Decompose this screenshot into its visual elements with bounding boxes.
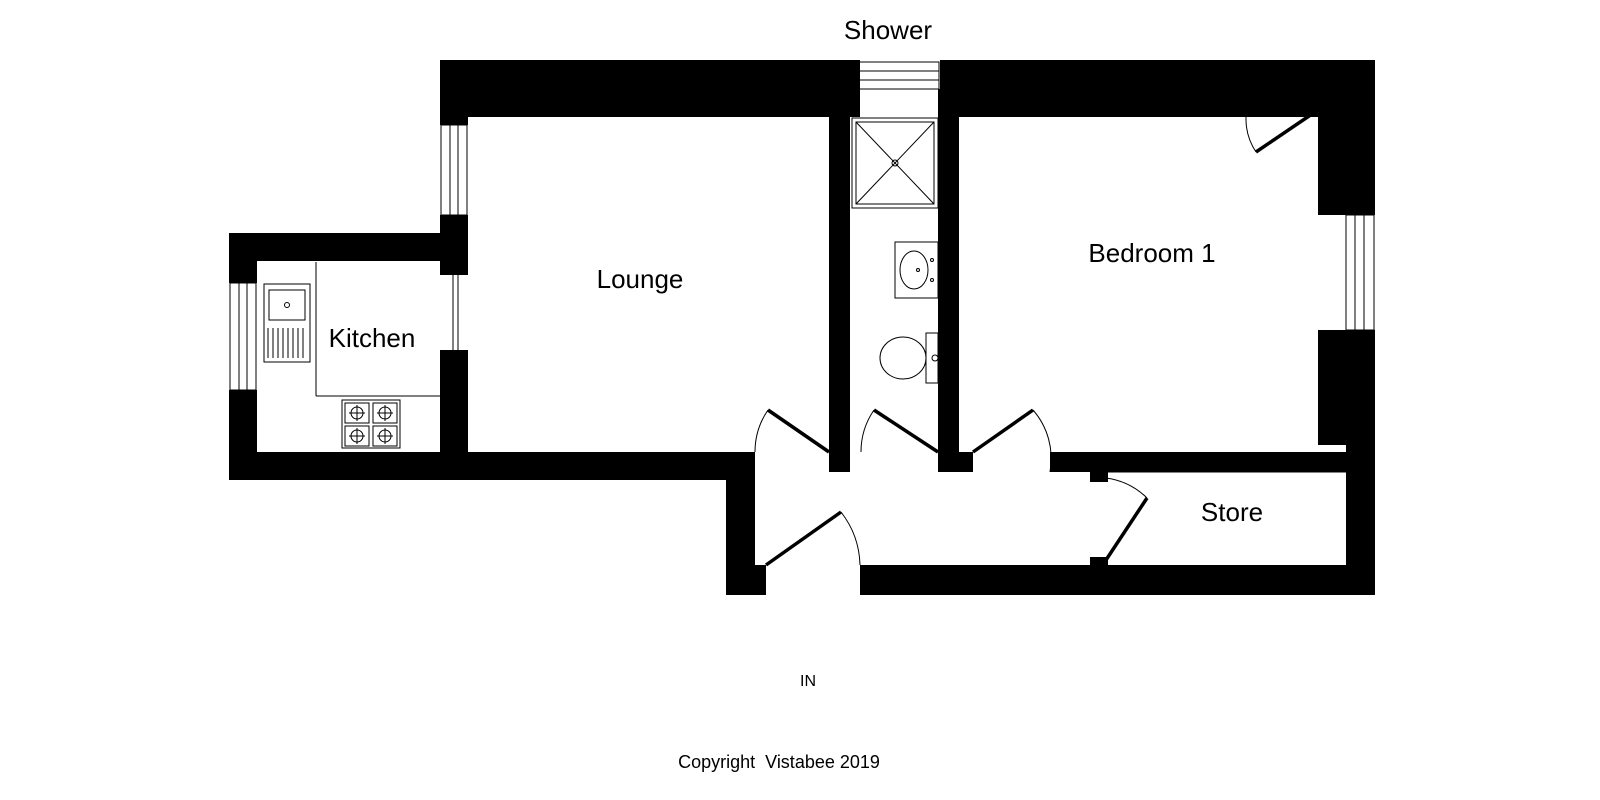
shower-label: Shower xyxy=(844,15,932,45)
store-label: Store xyxy=(1201,497,1263,527)
shower-tray-icon xyxy=(851,117,939,209)
bedroom-door xyxy=(971,408,1052,473)
copyright-text: Copyright Vistabee 2019 xyxy=(678,752,880,772)
basin-icon xyxy=(894,241,939,299)
entrance-door xyxy=(764,510,861,567)
hob-icon xyxy=(341,399,401,449)
walls xyxy=(229,60,1375,595)
kitchen-fixtures xyxy=(263,262,450,449)
lounge-door xyxy=(754,408,830,454)
entrance-label: IN xyxy=(800,673,816,690)
lounge-label: Lounge xyxy=(597,264,684,294)
kitchen-label: Kitchen xyxy=(329,323,416,353)
sink-icon xyxy=(263,283,311,363)
shower-door xyxy=(860,408,939,454)
doors xyxy=(754,90,1346,567)
bedroom-cupboard-door xyxy=(1245,90,1313,154)
toilet-icon xyxy=(879,332,939,384)
shower-room-fixtures xyxy=(851,117,939,384)
store-door xyxy=(1104,477,1149,561)
windows xyxy=(229,61,1375,391)
bedroom-label: Bedroom 1 xyxy=(1088,238,1215,268)
